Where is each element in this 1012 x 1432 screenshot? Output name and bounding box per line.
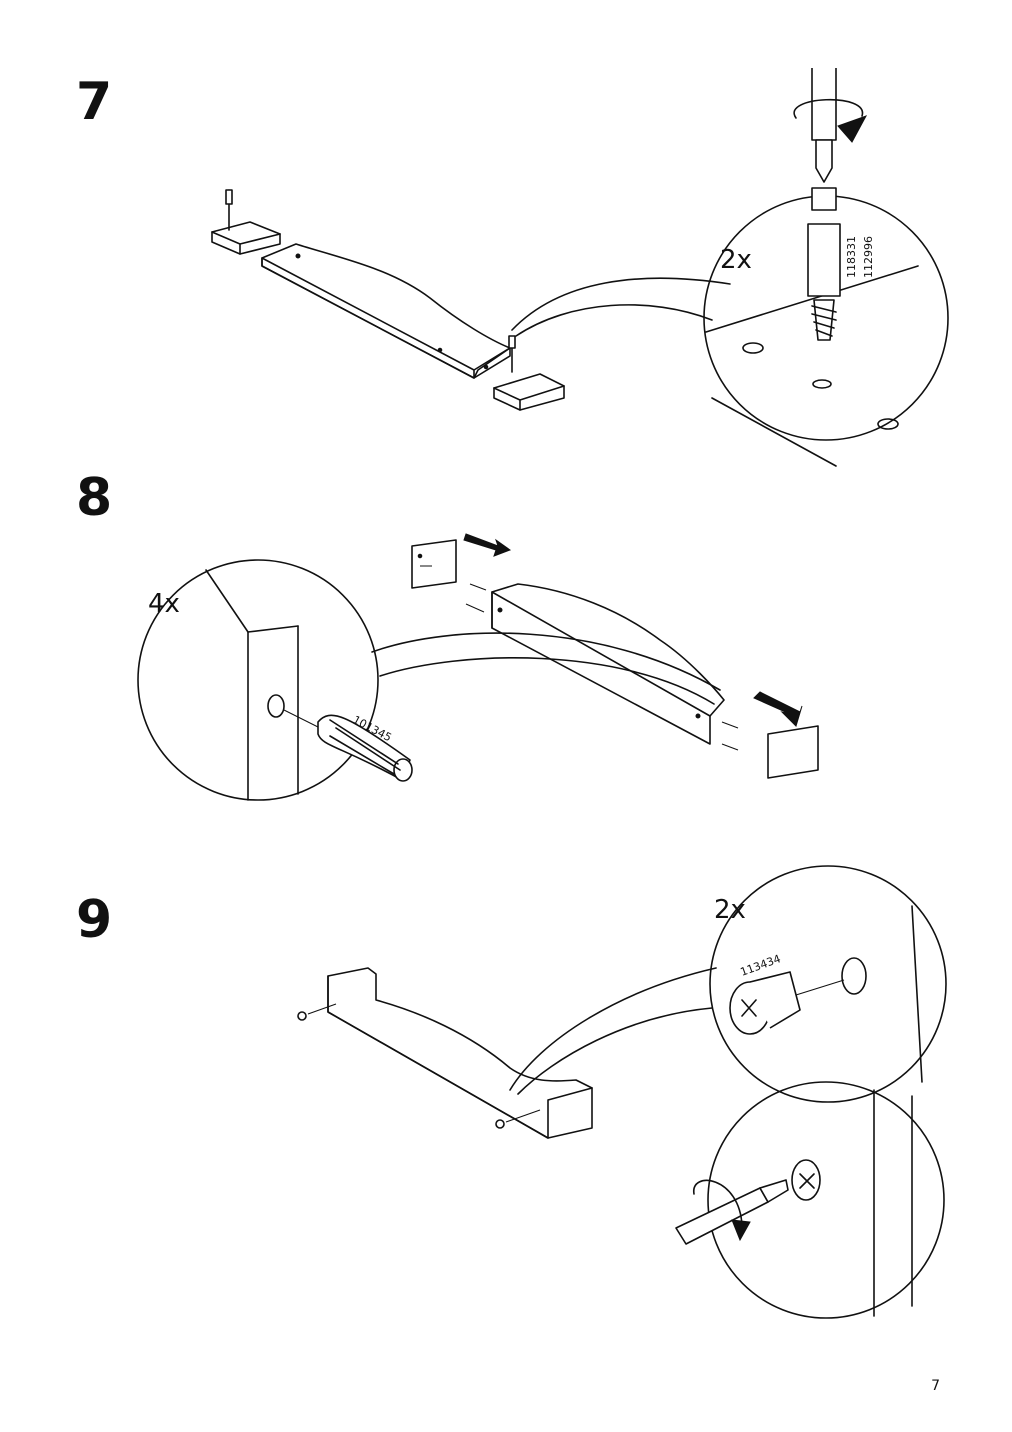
page-number: 7: [931, 1378, 940, 1394]
screwdriver-icon: [811, 68, 837, 183]
step-7-quantity: 2x: [720, 245, 752, 275]
cam-lock-icon: [729, 971, 801, 1035]
step-8-quantity: 4x: [148, 589, 180, 619]
rotate-arrow-icon: [793, 98, 868, 143]
step-8-illustration: 101345 4x: [137, 533, 819, 801]
screwdriver-icon: [675, 1179, 789, 1245]
step-8-number: 8: [76, 468, 113, 528]
rotate-arrow-icon: [693, 1179, 751, 1242]
push-arrow-icon: [753, 691, 803, 727]
step-9-illustration: 113434 2x: [297, 865, 947, 1319]
push-arrow-icon: [463, 533, 512, 557]
step-9-quantity: 2x: [714, 895, 746, 925]
screw-icon: [297, 1011, 505, 1129]
step-7-illustration: 118331 112996 2x: [211, 68, 949, 467]
step-9-number: 9: [76, 890, 113, 950]
part-118331: 118331: [845, 236, 858, 278]
step-7-number: 7: [76, 72, 113, 132]
dowel-icon: [317, 714, 413, 782]
part-112996: 112996: [862, 236, 875, 278]
